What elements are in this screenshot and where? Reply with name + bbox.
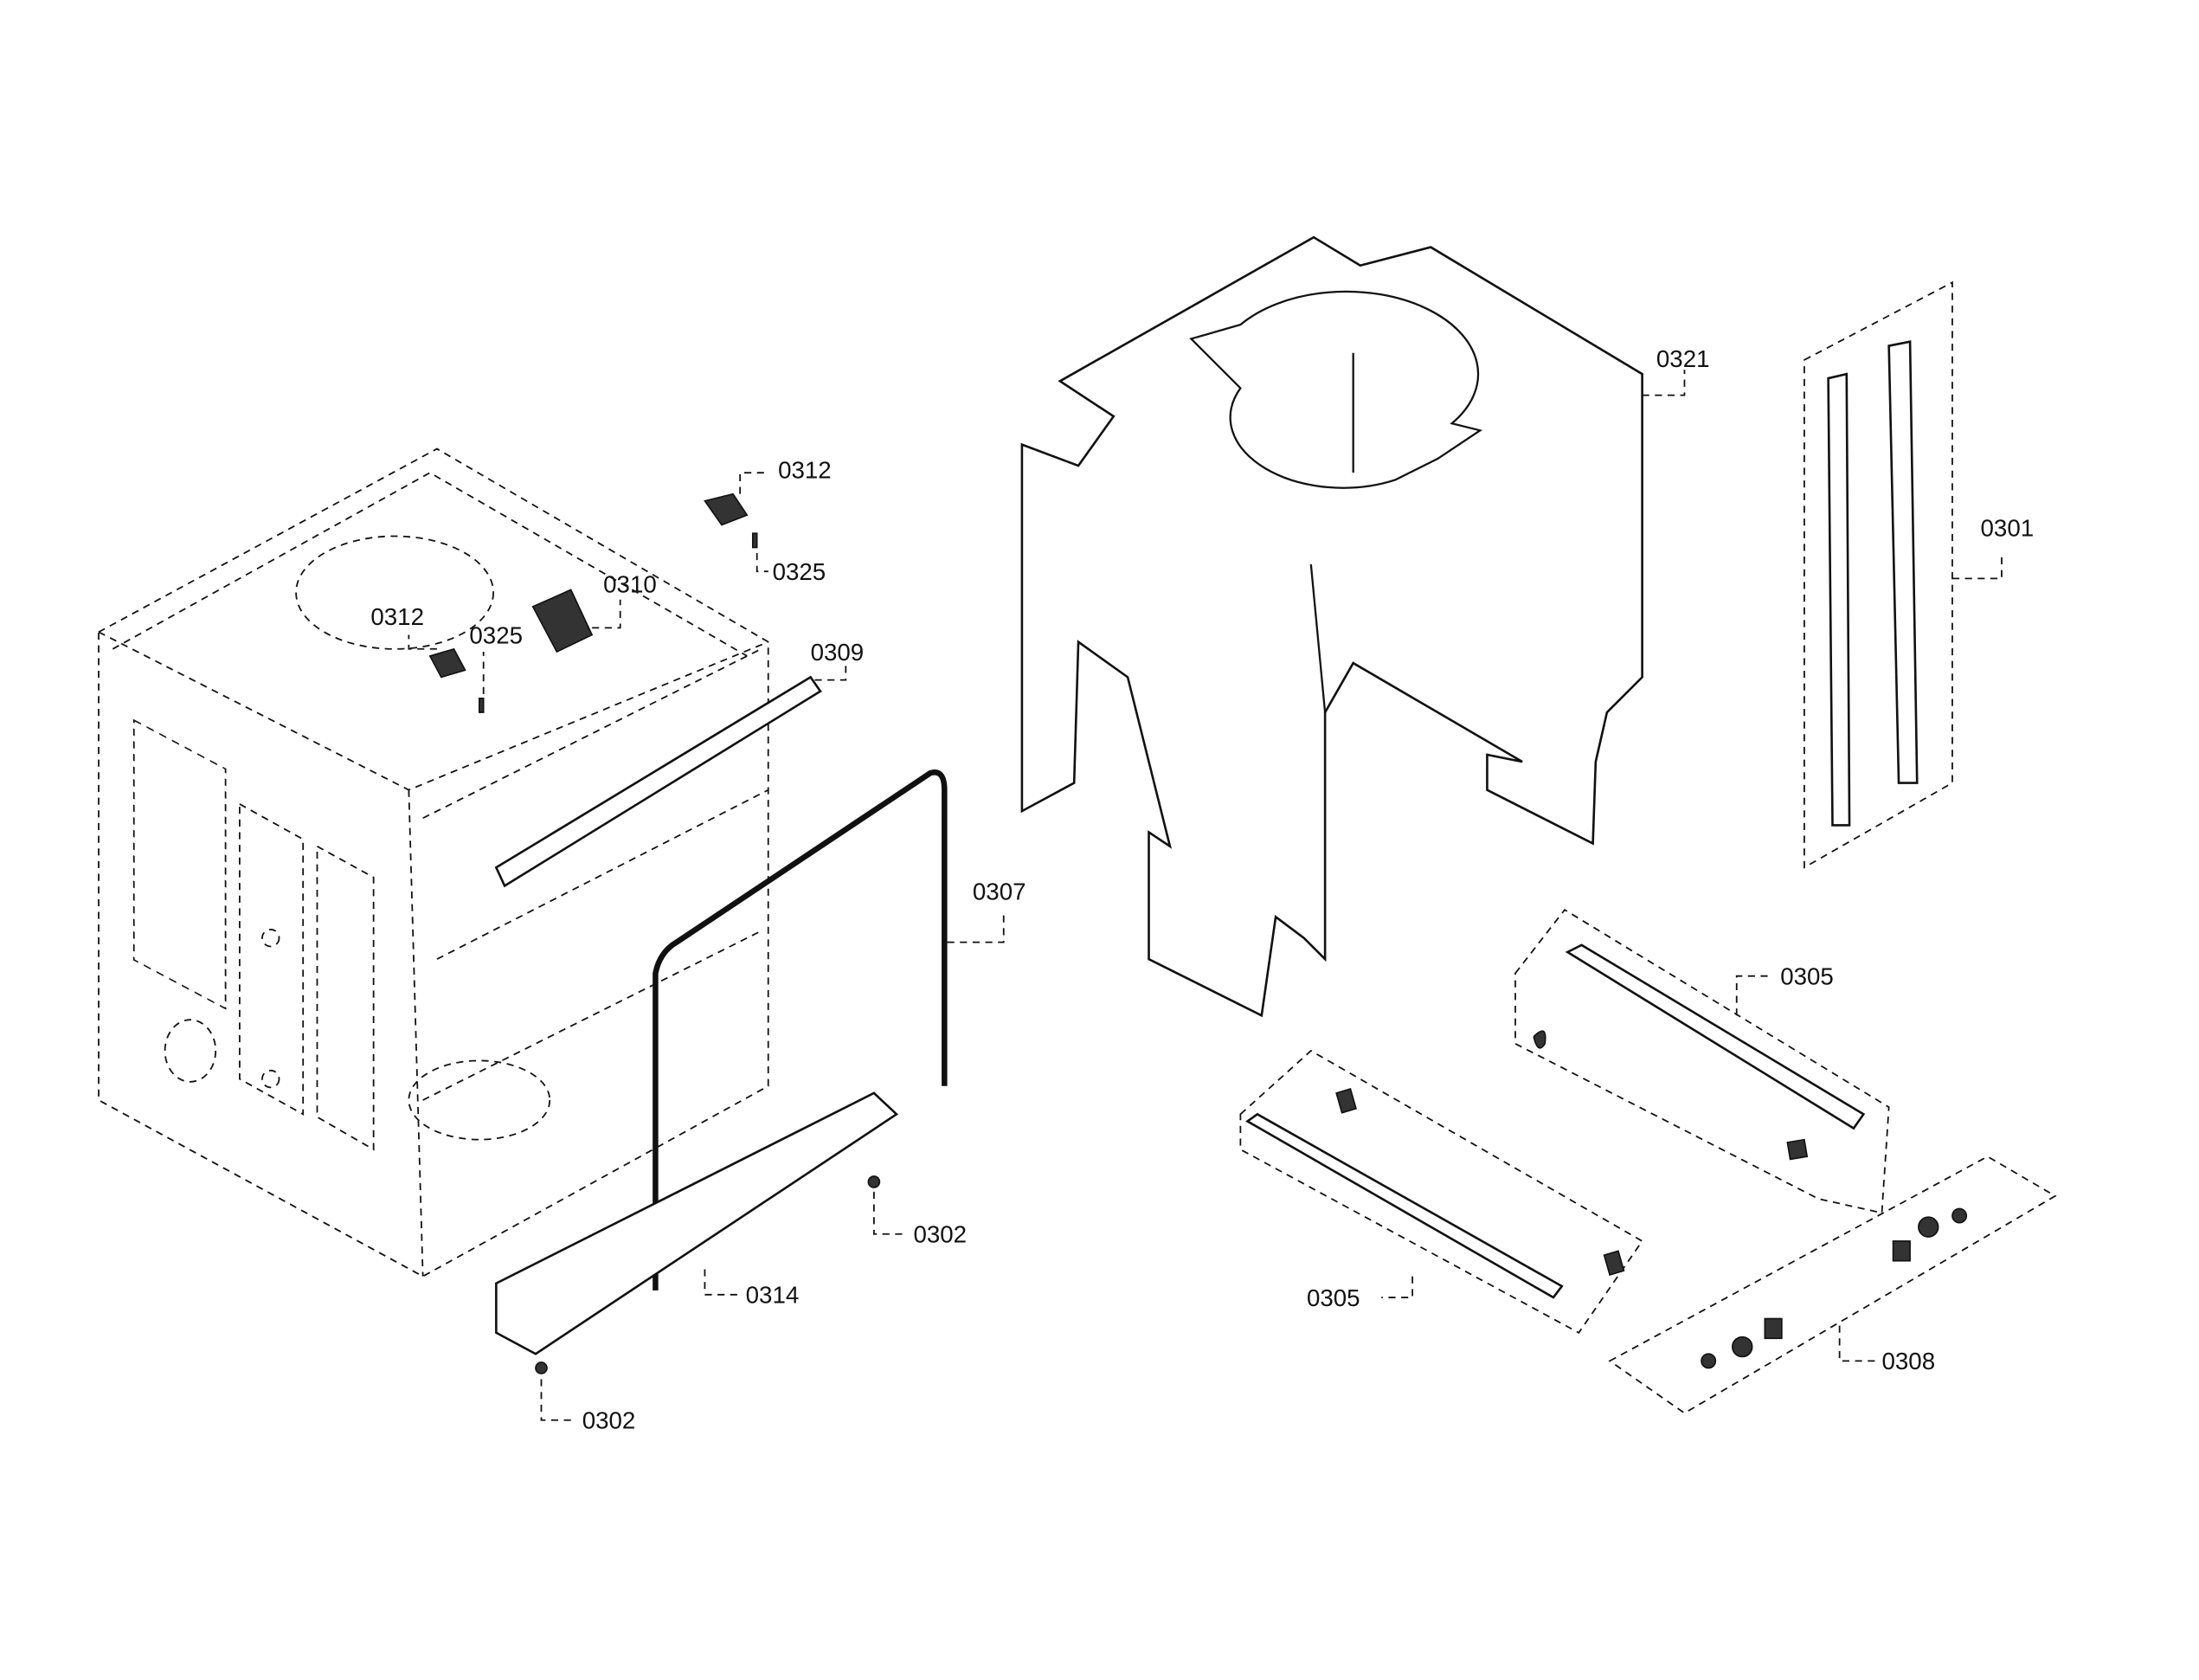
callout-0302: 0302 [582,1407,636,1434]
callout-0312: 0312 [370,603,424,630]
callout-0310: 0310 [603,571,657,598]
callout-0308: 0308 [1882,1348,1936,1374]
screw-0325 [478,697,485,713]
callout-0305: 0305 [1307,1284,1360,1311]
callout-0312: 0312 [778,457,832,484]
door-gasket-0307 [653,769,948,1291]
hinge-bracket-0312 [428,647,466,679]
screw-0325 [751,532,758,549]
callout-0325: 0325 [773,558,826,585]
callout-0321: 0321 [1656,345,1710,372]
callout-0305: 0305 [1780,962,1834,989]
insulation-blanket-0321 [1020,235,1643,1018]
callout-0307: 0307 [973,879,1026,905]
hinge-bracket-0312 [704,492,749,526]
trim-strip-0309 [494,675,822,888]
callout-0302: 0302 [913,1221,967,1248]
side-rails-0301 [1804,280,1953,869]
leader-lines [408,370,2003,1421]
callout-0314: 0314 [746,1282,800,1309]
callout-0309: 0309 [811,639,865,666]
callout-0301: 0301 [1981,514,2035,541]
screw-0302 [535,1361,548,1374]
rail-assembly-0305 [1239,1049,1643,1334]
screw-0302 [867,1175,881,1188]
latch-0310 [531,589,594,653]
dishwasher-tub [98,447,769,1278]
rail-assembly-0305 [1514,908,1890,1214]
wheel-kit-0308 [1608,1155,2057,1414]
callout-0325: 0325 [469,621,523,648]
base-trim-0314 [495,1091,899,1355]
